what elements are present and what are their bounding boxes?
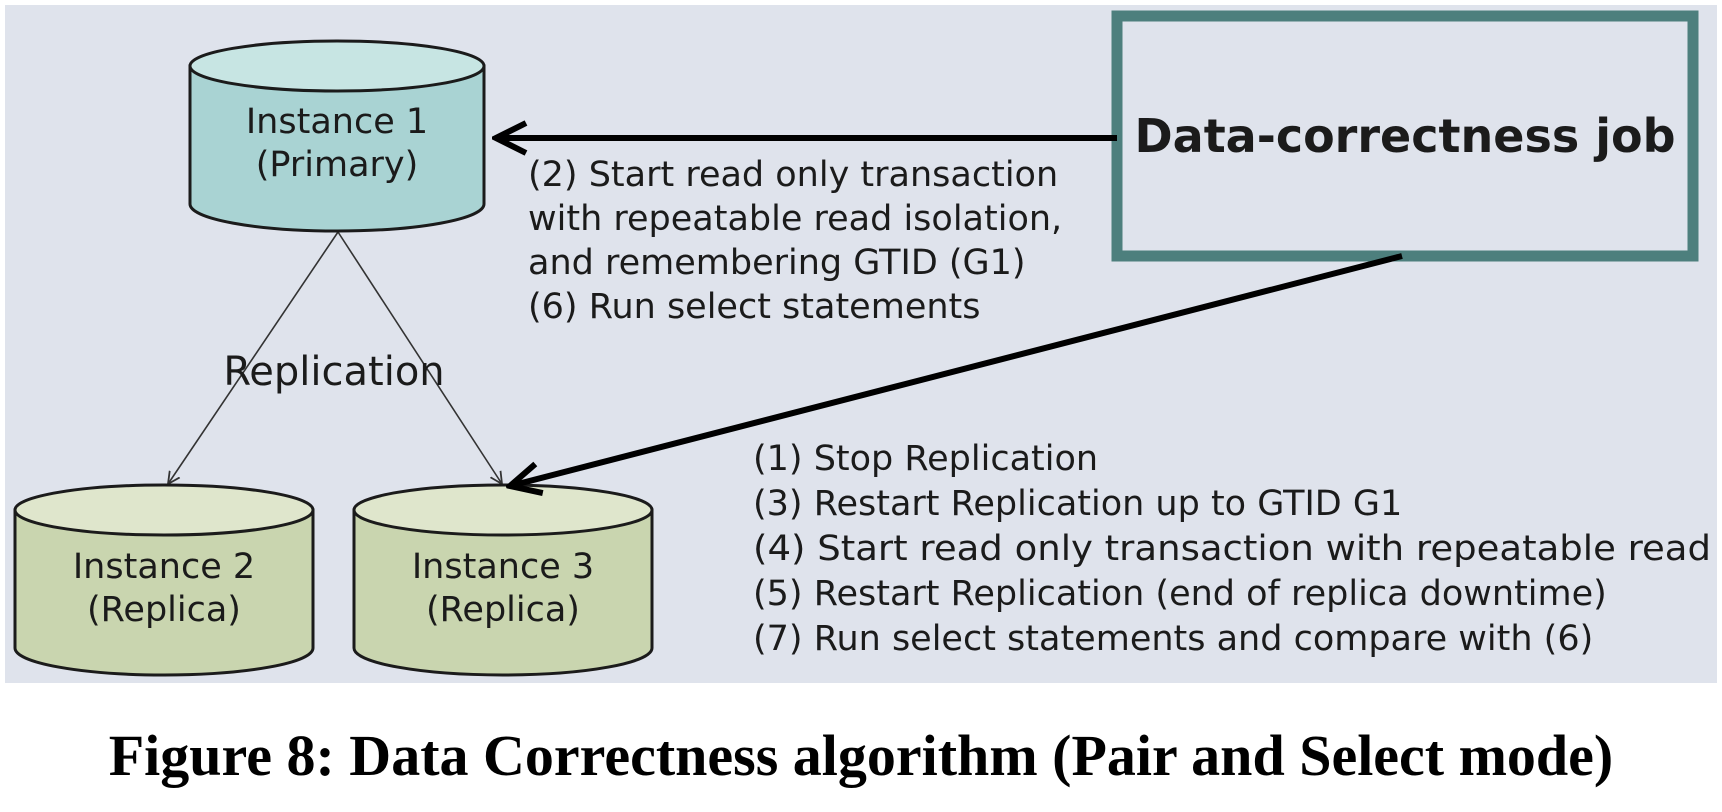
- replica-step-line: (7) Run select statements and compare wi…: [753, 619, 1593, 659]
- figure-caption: Figure 8: Data Correctness algorithm (Pa…: [108, 723, 1614, 788]
- job-to-replica-arrow: [510, 253, 1403, 486]
- data-correctness-diagram: Instance 1 (Primary) Instance 2 (Replica…: [13, 10, 1711, 677]
- instance2-role: (Replica): [87, 590, 241, 630]
- instance3-role: (Replica): [426, 590, 580, 630]
- primary-step-line: and remembering GTID (G1): [528, 243, 1026, 283]
- replica-step-line: (4) Start read only transaction with rep…: [753, 529, 1711, 569]
- instance1-name: Instance 1: [246, 102, 428, 142]
- instance3-body: [352, 508, 654, 677]
- replica-steps-text: (1) Stop Replication (3) Restart Replica…: [753, 439, 1711, 659]
- data-correctness-job-box: Data-correctness job: [1111, 10, 1699, 262]
- primary-step-line: with repeatable read isolation,: [528, 199, 1062, 239]
- primary-steps-text: (2) Start read only transaction with rep…: [528, 155, 1062, 327]
- instance3-name: Instance 3: [412, 547, 594, 587]
- instance1-role: (Primary): [256, 145, 419, 185]
- instance2-name: Instance 2: [73, 547, 255, 587]
- instance2-replica-database: Instance 2 (Replica): [13, 483, 315, 677]
- instance1-body: [188, 64, 486, 233]
- instance3-top: [352, 483, 654, 537]
- replication-arrow-to-instance2: [168, 231, 339, 484]
- replica-step-line: (3) Restart Replication up to GTID G1: [753, 484, 1402, 524]
- job-box-title: Data-correctness job: [1134, 109, 1675, 163]
- instance3-replica-database: Instance 3 (Replica): [352, 483, 654, 677]
- replica-step-line: (5) Restart Replication (end of replica …: [753, 574, 1607, 614]
- instance1-top: [188, 39, 486, 93]
- primary-step-line: (2) Start read only transaction: [528, 155, 1058, 195]
- replica-step-line: (1) Stop Replication: [753, 439, 1098, 479]
- replication-label: Replication: [223, 349, 444, 395]
- instance2-body: [13, 508, 315, 677]
- primary-step-line: (6) Run select statements: [528, 287, 981, 327]
- instance1-primary-database: Instance 1 (Primary): [188, 39, 486, 233]
- replication-arrow-to-instance3: [337, 231, 502, 484]
- instance2-top: [13, 483, 315, 537]
